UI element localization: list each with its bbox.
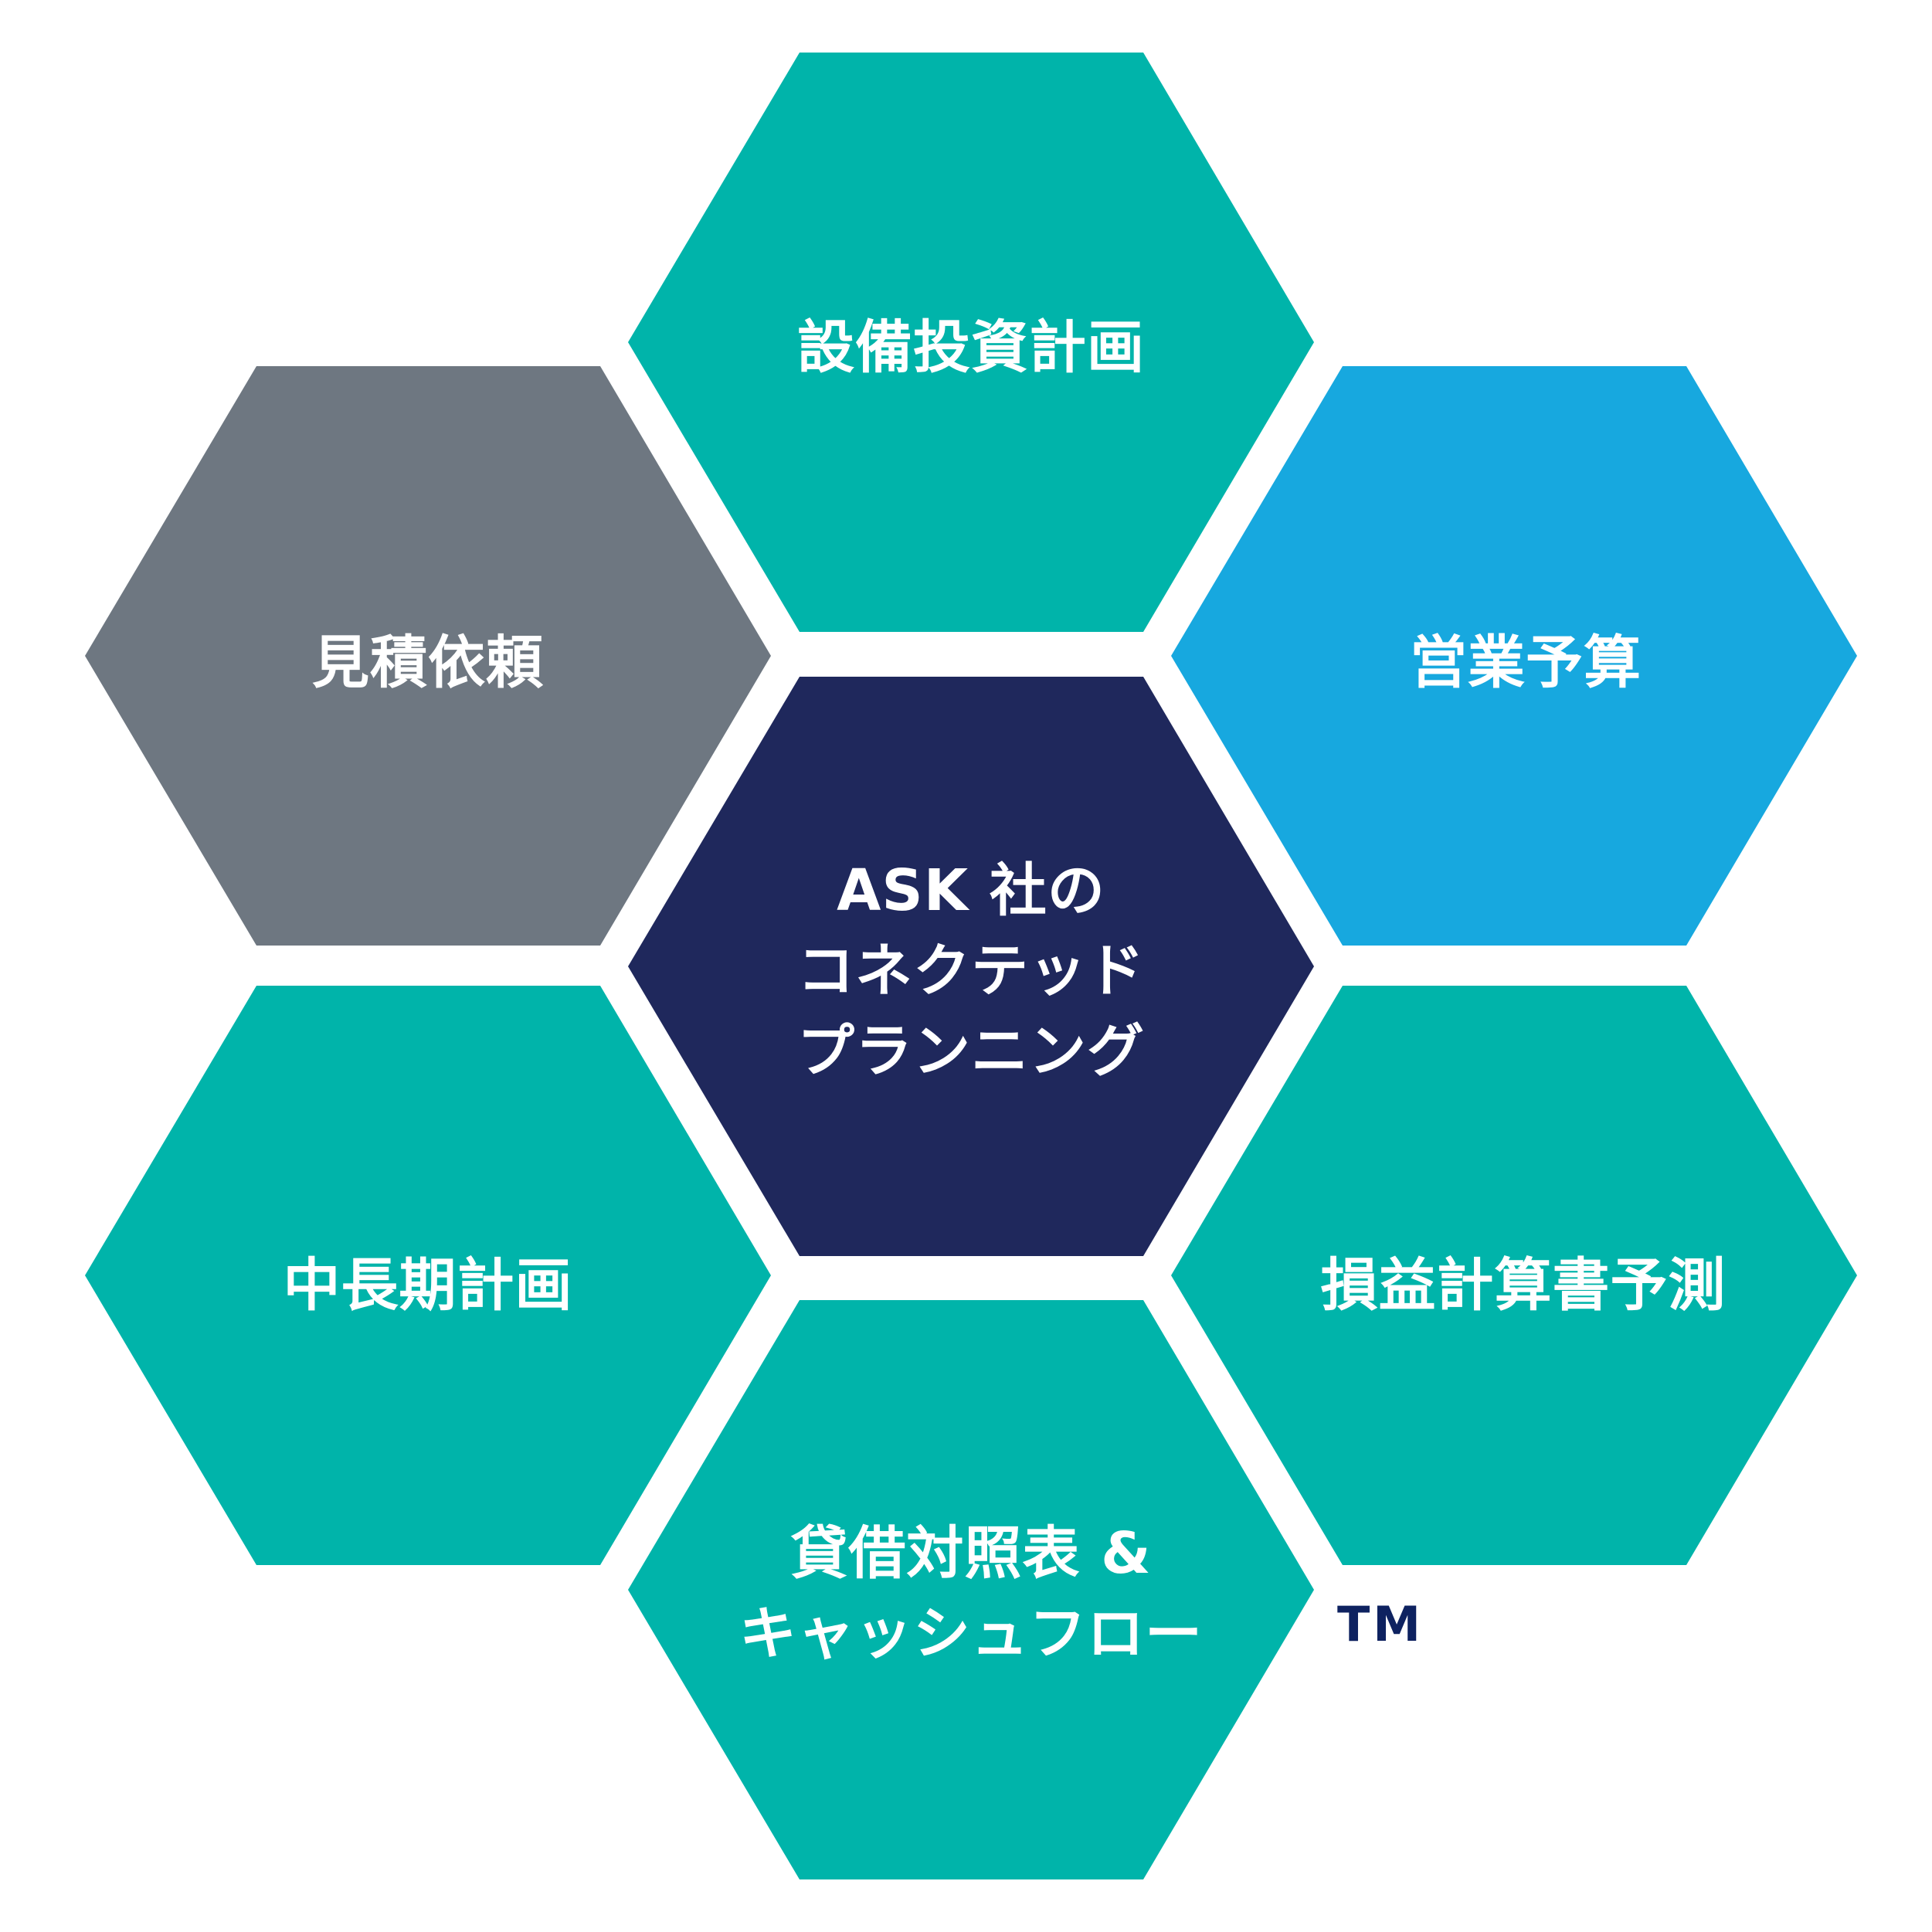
label-line: キャッシュフロー (739, 1601, 1203, 1667)
label-balance-sheet-cashflow: 貸借対照表 & キャッシュフロー (739, 1513, 1203, 1674)
hexagon-mid-long-term-plan (85, 986, 771, 1565)
label-line: プランニング (797, 1018, 1145, 1085)
label-line: 中長期計画 (283, 1252, 573, 1319)
hexagon-center-connected-planning (628, 677, 1314, 1256)
label-capex-planning: 設備投資計画 (797, 307, 1145, 388)
hexagon-sales-budget (1171, 366, 1857, 946)
label-line: 損益計算書予測 (1320, 1252, 1727, 1319)
label-pl-forecast: 損益計算書予測 (1321, 1245, 1727, 1326)
label-sales-budget: 営業予算 (1410, 623, 1642, 703)
label-quote-request: 見積依頼 (312, 623, 544, 703)
hexagon-capex-planning (628, 53, 1314, 632)
hexagon-pl-forecast (1171, 986, 1857, 1565)
hexagon-quote-request (85, 366, 771, 946)
label-line: 営業予算 (1410, 630, 1642, 696)
label-line: 見積依頼 (312, 630, 544, 696)
trademark-symbol: TM (1337, 1596, 1424, 1652)
label-line: ASK 社の (837, 857, 1105, 924)
label-line: 貸借対照表 & (790, 1520, 1152, 1587)
label-center-connected-planning: ASK 社の コネクテッド プランニング (797, 851, 1145, 1092)
label-mid-long-term-plan: 中長期計画 (284, 1245, 573, 1326)
label-line: 設備投資計画 (797, 314, 1145, 381)
label-line: コネクテッド (797, 938, 1145, 1004)
hexagon-balance-sheet-cashflow (628, 1300, 1314, 1879)
